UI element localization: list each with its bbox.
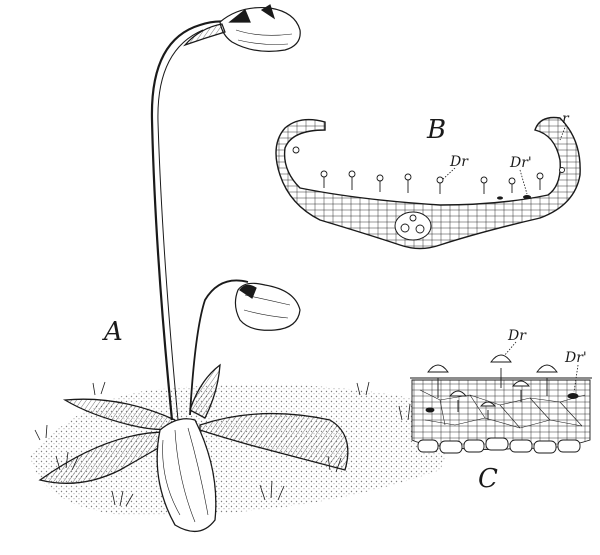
panel-c-callout-dr: Dr [507, 328, 527, 344]
leaf-left-upper [62, 398, 176, 431]
leaf-center-front [156, 418, 217, 532]
flower-bell-top [183, 4, 301, 52]
panel-b-label: B [426, 115, 446, 145]
tall-stalk [150, 20, 229, 421]
stalked-glands [292, 146, 565, 194]
panel-b-callout-dr: Dr [449, 154, 469, 170]
flower-nodding [234, 282, 301, 331]
panel-a-label: A [102, 317, 123, 347]
panel-a-plant: A [30, 4, 447, 532]
leaf-section-body [275, 116, 581, 250]
panel-c-gland-detail: C Dr Dr' [410, 328, 592, 494]
panel-b-callout-dr-prime: Dr' [509, 155, 532, 171]
stalked-glands-detail [425, 354, 579, 420]
panel-c-label: C [478, 464, 498, 494]
leaf-right-upper [189, 363, 221, 419]
cell-walls [419, 389, 586, 429]
vascular-bundle [394, 211, 432, 241]
short-flower [189, 279, 301, 416]
sessile-glands [497, 195, 531, 200]
panel-c-callout-dr-prime: Dr' [564, 350, 587, 366]
leaf-right [199, 412, 349, 471]
short-stalk [189, 279, 249, 416]
panel-b-callout-lines [441, 124, 567, 195]
panel-c-callout-lines [503, 341, 579, 393]
epidermal-cells-row [417, 437, 581, 454]
leaf-left-lower [38, 431, 173, 484]
panel-b-callout-r: r [562, 111, 570, 127]
panel-b-leaf-section: B Dr Dr' r [275, 111, 581, 250]
rosette-leaves [38, 363, 349, 532]
tall-flower [150, 4, 301, 421]
